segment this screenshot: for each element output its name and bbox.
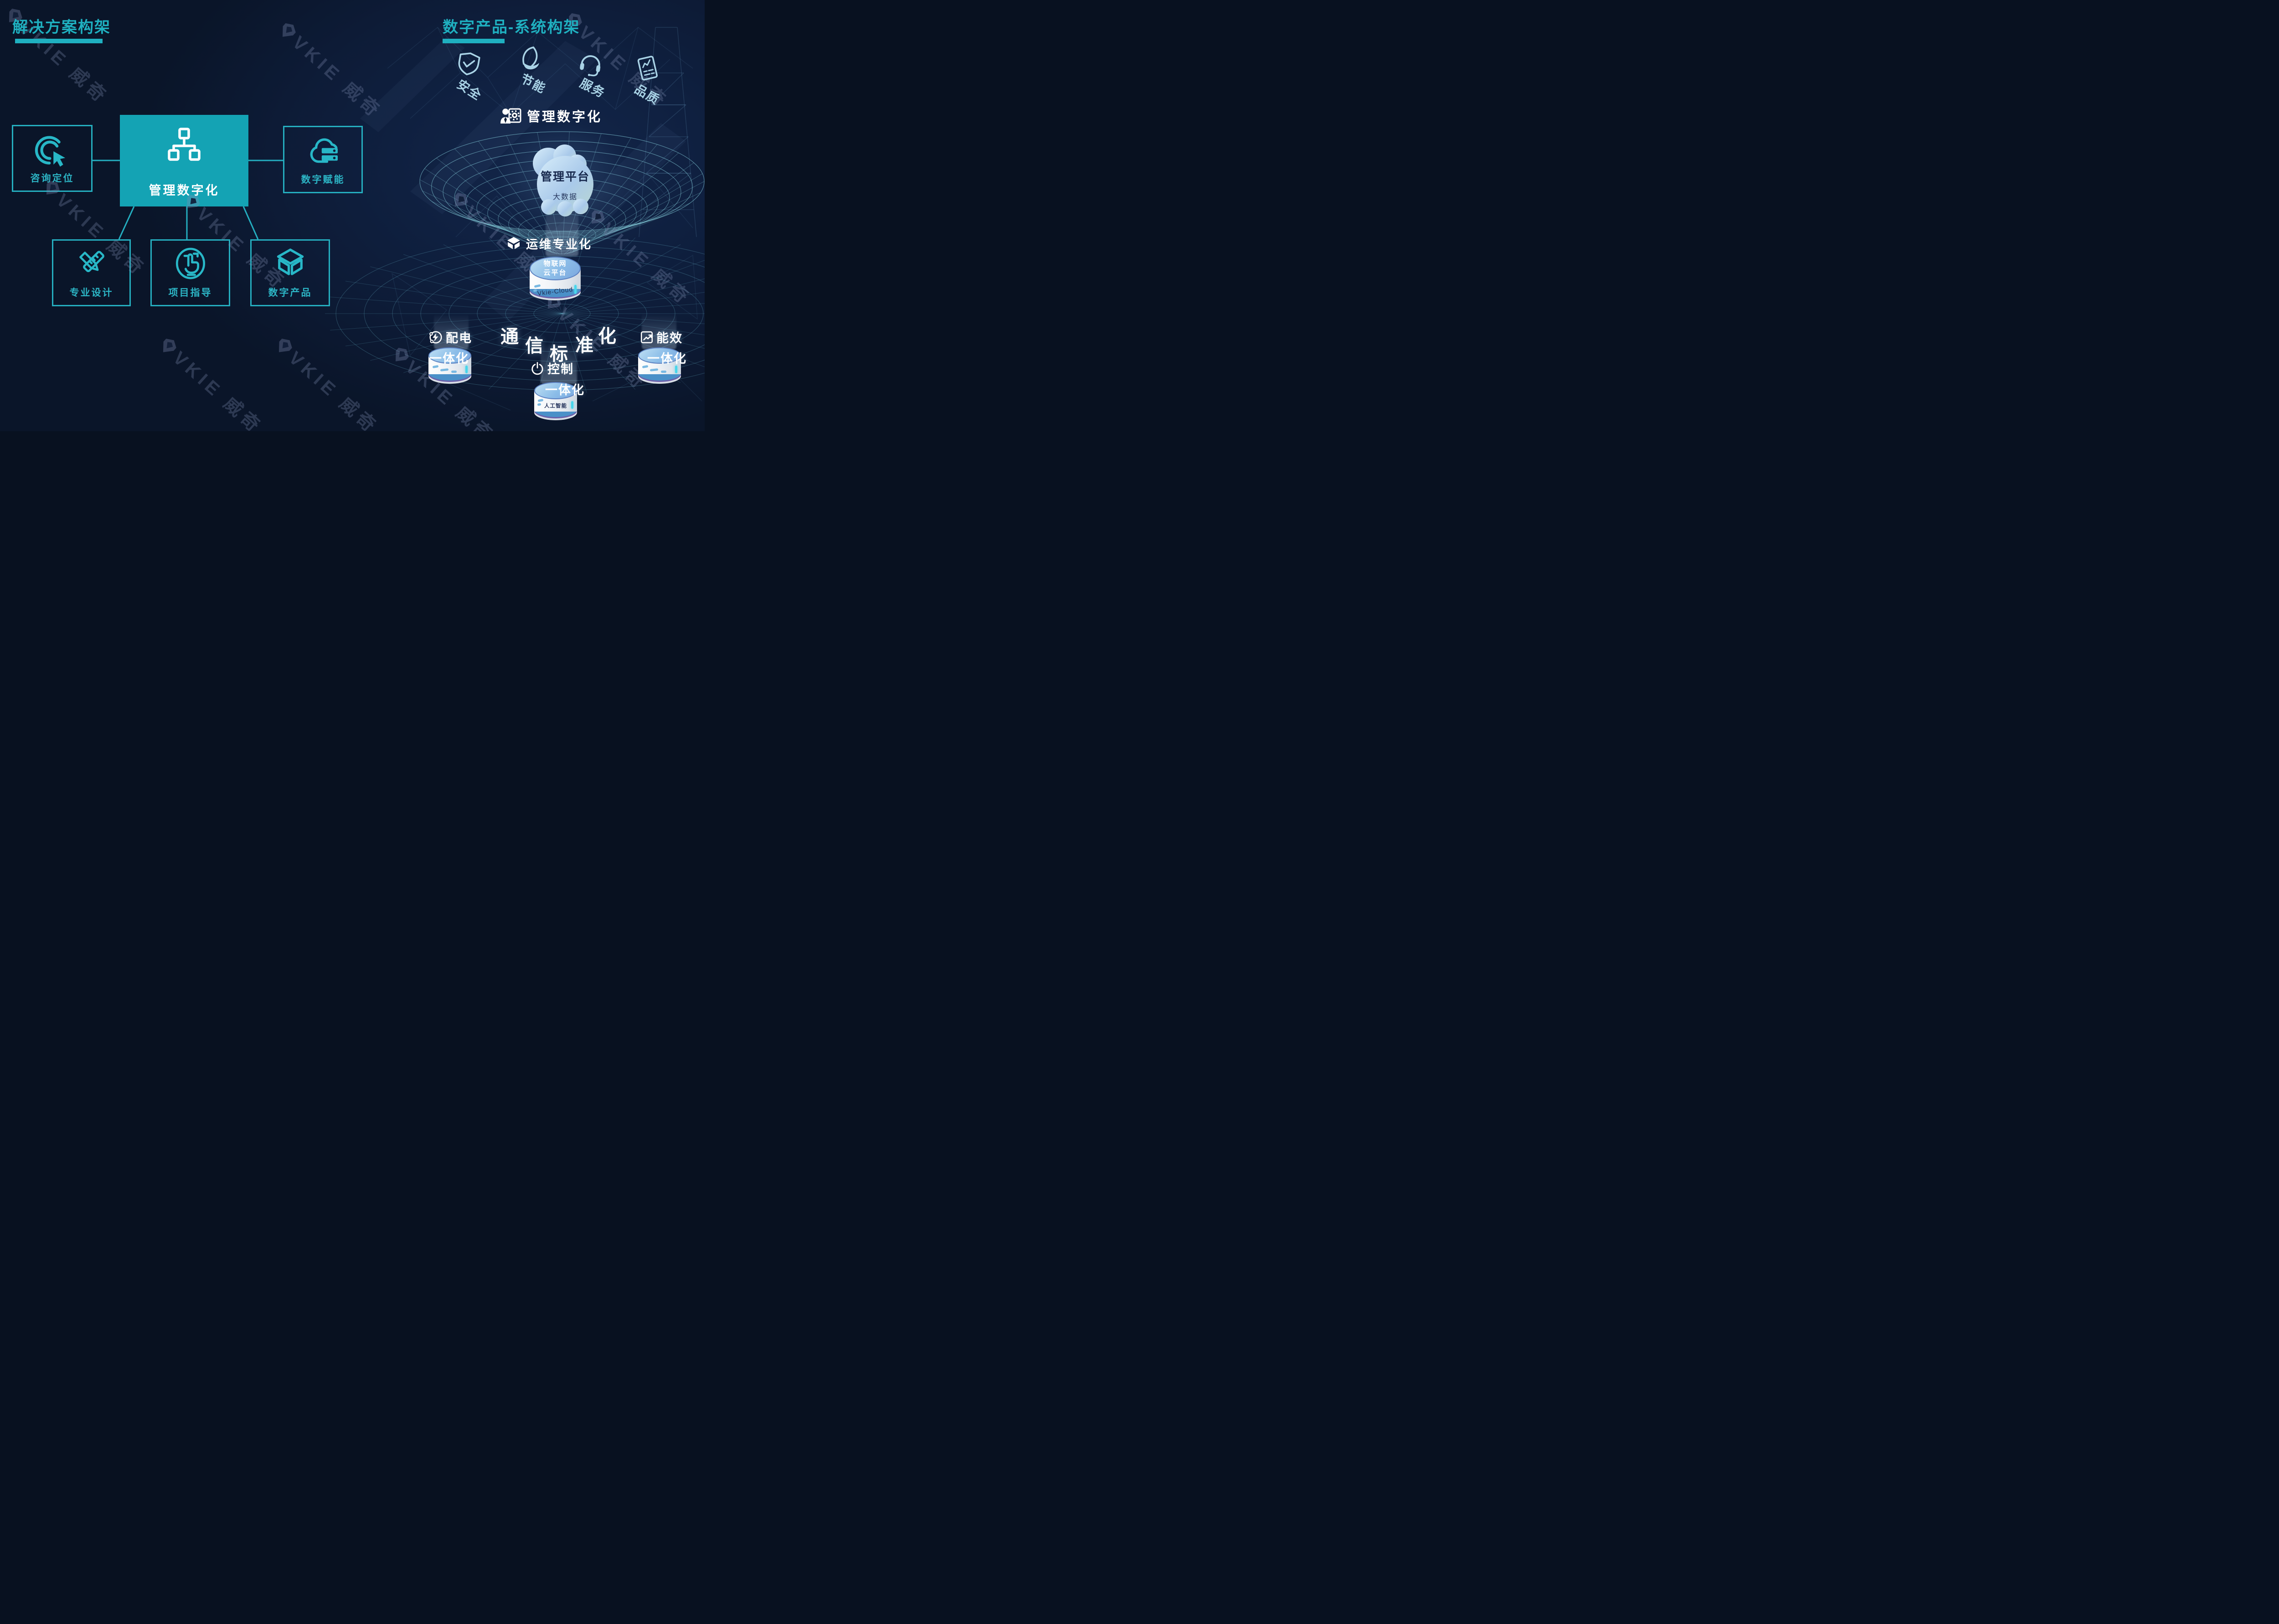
cylinder-top xyxy=(530,257,581,280)
flow-box-consult: 咨询定位 xyxy=(12,125,93,192)
flow-box-label: 专业设计 xyxy=(69,288,113,298)
circuit-bolt-icon xyxy=(428,330,443,345)
feature-service: 服务 xyxy=(576,48,608,100)
leaf-icon xyxy=(517,44,548,73)
integration-label-line2: 一体化 xyxy=(647,352,687,366)
report-icon xyxy=(634,53,663,84)
integration-label-line1: 控制 xyxy=(547,362,574,376)
comm-char-4: 准 xyxy=(575,335,593,356)
flow-box-label: 管理数字化 xyxy=(149,184,220,197)
flow-box-empower: 数字赋能 xyxy=(283,126,363,193)
wireframe-tower xyxy=(639,27,697,237)
right-section-title: 数字产品-系统构架 xyxy=(443,19,580,36)
comm-char-1: 通 xyxy=(500,327,519,347)
click-cursor-icon xyxy=(35,135,69,168)
integration-energy-efficiency: 能效 一体化 xyxy=(640,328,687,366)
management-cloud: 管理平台 大数据 xyxy=(520,139,611,217)
hand-point-icon xyxy=(173,246,208,281)
spread-mesh-wireframe xyxy=(325,234,705,393)
integration-label-line1: 配电 xyxy=(446,331,472,345)
feature-quality: 品质 xyxy=(632,53,663,107)
left-section-title: 解决方案构架 xyxy=(12,19,111,36)
beam-power-distribution xyxy=(434,314,469,349)
flow-box-design: 专业设计 xyxy=(52,239,131,306)
flow-box-product: 数字产品 xyxy=(250,239,330,306)
cylinder-top-line1: 物联网 xyxy=(543,260,567,268)
infographic-canvas: 解决方案构架 咨询定位 xyxy=(0,0,705,431)
energy-efficiency-platform xyxy=(638,347,681,384)
shield-check-icon xyxy=(454,50,485,79)
integration-label-line2: 一体化 xyxy=(429,352,469,366)
integration-control: 控制 一体化 xyxy=(531,359,585,398)
comm-char-2: 信 xyxy=(525,336,543,356)
feature-safety: 安全 xyxy=(454,50,485,103)
cloud-server-icon xyxy=(305,134,341,165)
cloud-bigdata-label: 大数据 xyxy=(552,193,577,201)
flowchart-connectors xyxy=(93,160,283,240)
integration-label-line1: 能效 xyxy=(656,331,683,345)
power-distribution-platform xyxy=(428,347,471,384)
integration-power-distribution: 配电 一体化 xyxy=(428,328,472,366)
beam-energy-efficiency xyxy=(642,313,676,349)
right-title-underline xyxy=(443,39,505,43)
flow-box-label: 咨询定位 xyxy=(30,173,74,184)
flow-box-label: 数字产品 xyxy=(268,288,312,298)
flow-box-label: 项目指导 xyxy=(168,288,212,298)
cloud-platform-title: 管理平台 xyxy=(540,170,590,183)
operations-heading-label: 运维专业化 xyxy=(526,237,593,251)
flow-box-guide: 项目指导 xyxy=(150,239,230,306)
management-heading: 管理数字化 xyxy=(500,106,602,125)
headset-icon xyxy=(576,48,608,78)
integration-label-line2: 一体化 xyxy=(545,383,585,397)
feature-energy-saving: 节能 xyxy=(517,44,548,96)
pencil-ruler-icon xyxy=(75,247,108,281)
flow-box-manage-center: 管理数字化 xyxy=(120,115,248,206)
user-gear-icon xyxy=(500,106,522,125)
management-heading-label: 管理数字化 xyxy=(527,110,603,124)
chart-up-icon xyxy=(640,330,654,344)
org-chart-icon xyxy=(162,127,206,166)
comm-char-3: 标 xyxy=(550,344,568,364)
comm-char-5: 化 xyxy=(598,326,616,346)
power-icon xyxy=(531,361,544,375)
control-platform: 人工智能 xyxy=(534,382,577,420)
left-title-underline xyxy=(15,39,103,43)
cube-outline-icon xyxy=(273,247,307,280)
flow-box-label: 数字赋能 xyxy=(301,175,345,185)
beam-control xyxy=(541,343,577,384)
vkie-cloud-cylinder: 物联网 云平台 Vkie-Cloud xyxy=(530,257,581,301)
control-platform-label: 人工智能 xyxy=(544,403,567,409)
cylinder-top-line2: 云平台 xyxy=(543,269,567,277)
operations-heading: 运维专业化 xyxy=(506,235,592,252)
cube-solid-icon xyxy=(506,237,521,251)
